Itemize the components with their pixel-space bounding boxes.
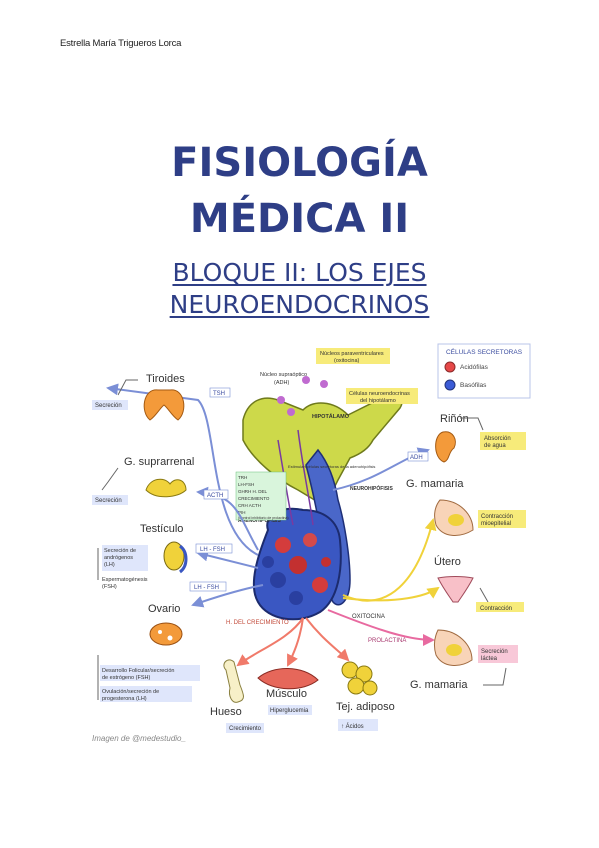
hormone-adh: ADH	[410, 455, 423, 461]
releasing-hormone-4: CRECIMIENTO	[238, 496, 270, 501]
organ-mamaria-2: G. mamaria	[410, 679, 468, 691]
document-title-line1: FISIOLOGÍA	[171, 140, 428, 186]
organ-tiroides: Tiroides	[146, 373, 185, 385]
acidophil-legend-icon	[444, 361, 456, 373]
organ-hueso: Hueso	[210, 706, 242, 718]
hormone-tsh: TSH	[213, 391, 225, 397]
paraventricular-label: Núcleos paraventriculares	[320, 351, 384, 357]
ovario-effect-4: progesterona (LH)	[102, 696, 147, 702]
neuroendocrine-cells-label: Células neuroendocrinas	[349, 391, 410, 397]
supraoptic-hormone: (ADH)	[274, 380, 289, 386]
testiculo-effect-4: Espermatogénesis	[102, 577, 148, 583]
hormone-acth: ACTH	[207, 493, 223, 499]
suprarrenal-effect: Secreción	[95, 498, 122, 504]
releasing-hormone-7: (Control inhibitorio de prolactina)	[238, 516, 289, 520]
organ-testiculo: Testículo	[140, 523, 183, 535]
releasing-hormone-2: LH-FSH	[238, 482, 254, 487]
legend-baso: Basófilas	[460, 382, 487, 389]
legend-acid: Acidófilas	[460, 364, 489, 371]
document-subtitle-line1: BLOQUE II: LOS EJES	[172, 258, 427, 287]
neuroendocrine-cells-label-2: del hipotálamo	[360, 398, 396, 404]
hormone-oxitocina: OXITOCINA	[352, 614, 385, 620]
organ-utero: Útero	[434, 555, 461, 568]
hormone-prolactina: PROLACTINA	[368, 638, 406, 644]
adiposo-effect: ↑ Ácidos	[341, 723, 364, 730]
author-name: Estrella María Trigueros Lorca	[60, 38, 182, 49]
hypothalamus-label: HIPOTÁLAMO	[312, 413, 350, 420]
testiculo-effect-2: andrógenos	[104, 555, 133, 561]
document-title-line2: MÉDICA II	[189, 196, 410, 242]
musculo-effect: Hiperglucemia	[270, 708, 309, 714]
mamaria-2-effect-1: Secreción	[481, 649, 508, 655]
hormone-lh-fsh-testicle: LH - FSH	[200, 547, 225, 553]
releasing-hormone-3: GHRH H. DEL	[238, 489, 268, 494]
hormone-growth: H. DEL CRECIMIENTO	[226, 620, 289, 626]
mamaria-1-effect-2: mioepitelial	[481, 521, 511, 527]
figure-caption: Imagen de @medestudio_	[92, 734, 186, 743]
mamaria-2-effect-2: láctea	[481, 656, 498, 662]
testiculo-effect-1: Secreción de	[104, 548, 136, 554]
mamaria-1-effect-1: Contracción	[481, 514, 513, 520]
ovario-effect-3: Ovulación/secreción de	[102, 689, 159, 695]
organ-mamaria-1: G. mamaria	[406, 478, 464, 490]
utero-effect: Contracción	[480, 606, 512, 612]
releasing-hormone-5: CRH ACTH	[238, 503, 261, 508]
legend-title: CÉLULAS SECRETORAS	[446, 347, 523, 356]
rinon-effect-1: Absorción	[484, 436, 511, 442]
stimulus-note: Estimulan células secretoras de la adeno…	[288, 464, 375, 469]
neuroendocrine-axes-figure: CÉLULAS SECRETORAS Acidófilas Basófilas …	[92, 343, 531, 733]
neurohypophysis-label: NEUROHIPÓFISIS	[350, 484, 393, 492]
legend-box: CÉLULAS SECRETORAS Acidófilas Basófilas	[437, 343, 531, 399]
hueso-effect: Crecimiento	[229, 726, 262, 732]
testiculo-effect-3: (LH)	[104, 562, 115, 568]
supraoptic-label: Núcleo supraóptico	[260, 372, 307, 378]
basophil-legend-icon	[444, 379, 456, 391]
paraventricular-hormone: (oxitocina)	[334, 358, 360, 364]
testiculo-effect-5: (FSH)	[102, 584, 117, 590]
organ-suprarrenal: G. suprarrenal	[124, 456, 194, 468]
document-subtitle-line2: NEUROENDOCRINOS	[169, 290, 430, 319]
organ-ovario: Ovario	[148, 603, 180, 615]
hormone-lh-fsh-ovary: LH - FSH	[194, 585, 219, 591]
tiroides-effect: Secreción	[95, 403, 122, 409]
releasing-hormone-6: PIH	[238, 510, 246, 515]
organ-musculo: Músculo	[266, 688, 307, 700]
organ-rinon: Riñón	[440, 413, 469, 425]
organ-adiposo: Tej. adiposo	[336, 701, 395, 713]
ovario-effect-1: Desarrollo Folicular/secreción	[102, 668, 174, 674]
releasing-hormone-1: TRH	[238, 475, 247, 480]
ovario-effect-2: de estrógeno (FSH)	[102, 675, 150, 681]
rinon-effect-2: de agua	[484, 443, 506, 449]
